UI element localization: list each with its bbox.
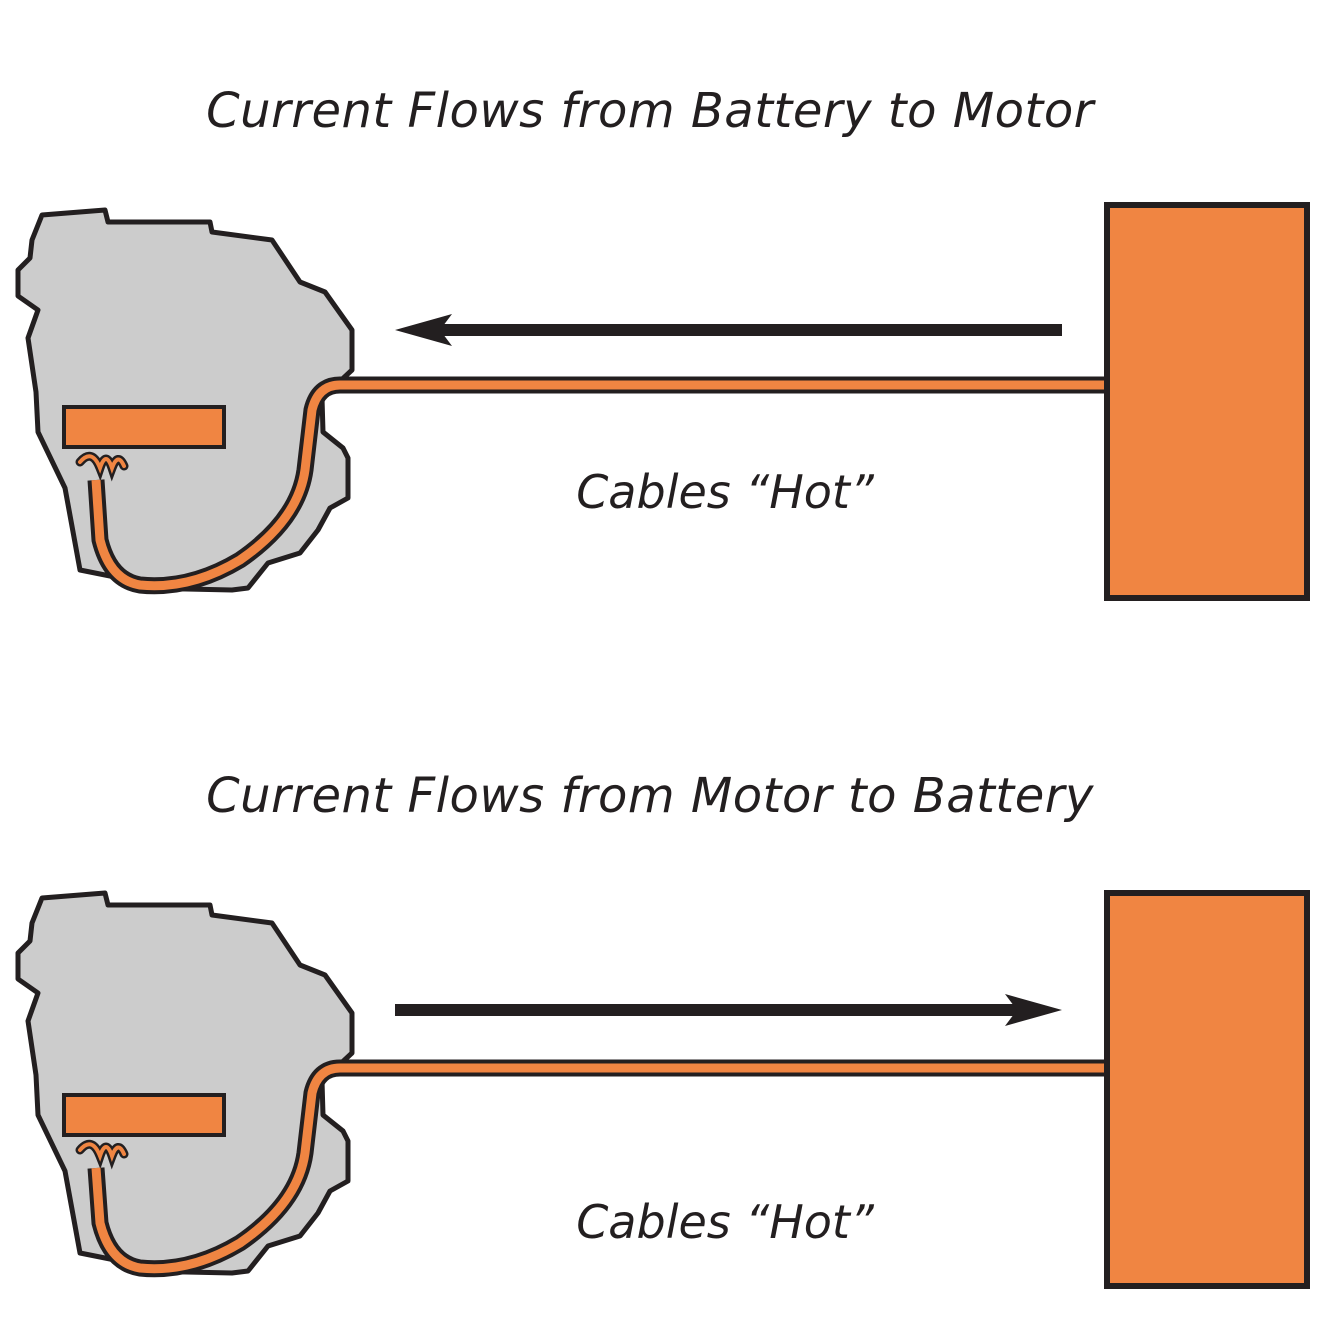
panel-heading: Current Flows from Battery to Motor	[206, 83, 1094, 139]
engine-block	[15, 207, 355, 593]
current-flow-arrow-left	[395, 314, 1062, 346]
cable-caption: Cables “Hot”	[576, 465, 874, 519]
battery	[1104, 202, 1310, 601]
battery	[1104, 890, 1310, 1289]
diagram-panel-motor-to-battery: Current Flows from Motor to Battery Cabl…	[0, 683, 1344, 1343]
current-flow-arrow-right	[395, 994, 1062, 1026]
panel-illustration	[15, 890, 1310, 1289]
engine-block	[15, 890, 355, 1276]
diagram-panel-battery-to-motor: Current Flows from Battery to Motor Cabl…	[0, 0, 1344, 660]
panel-heading: Current Flows from Motor to Battery	[206, 768, 1094, 824]
panel-illustration	[15, 202, 1310, 601]
starter-motor	[62, 405, 226, 449]
cable-caption: Cables “Hot”	[576, 1195, 874, 1249]
starter-motor	[62, 1093, 226, 1137]
